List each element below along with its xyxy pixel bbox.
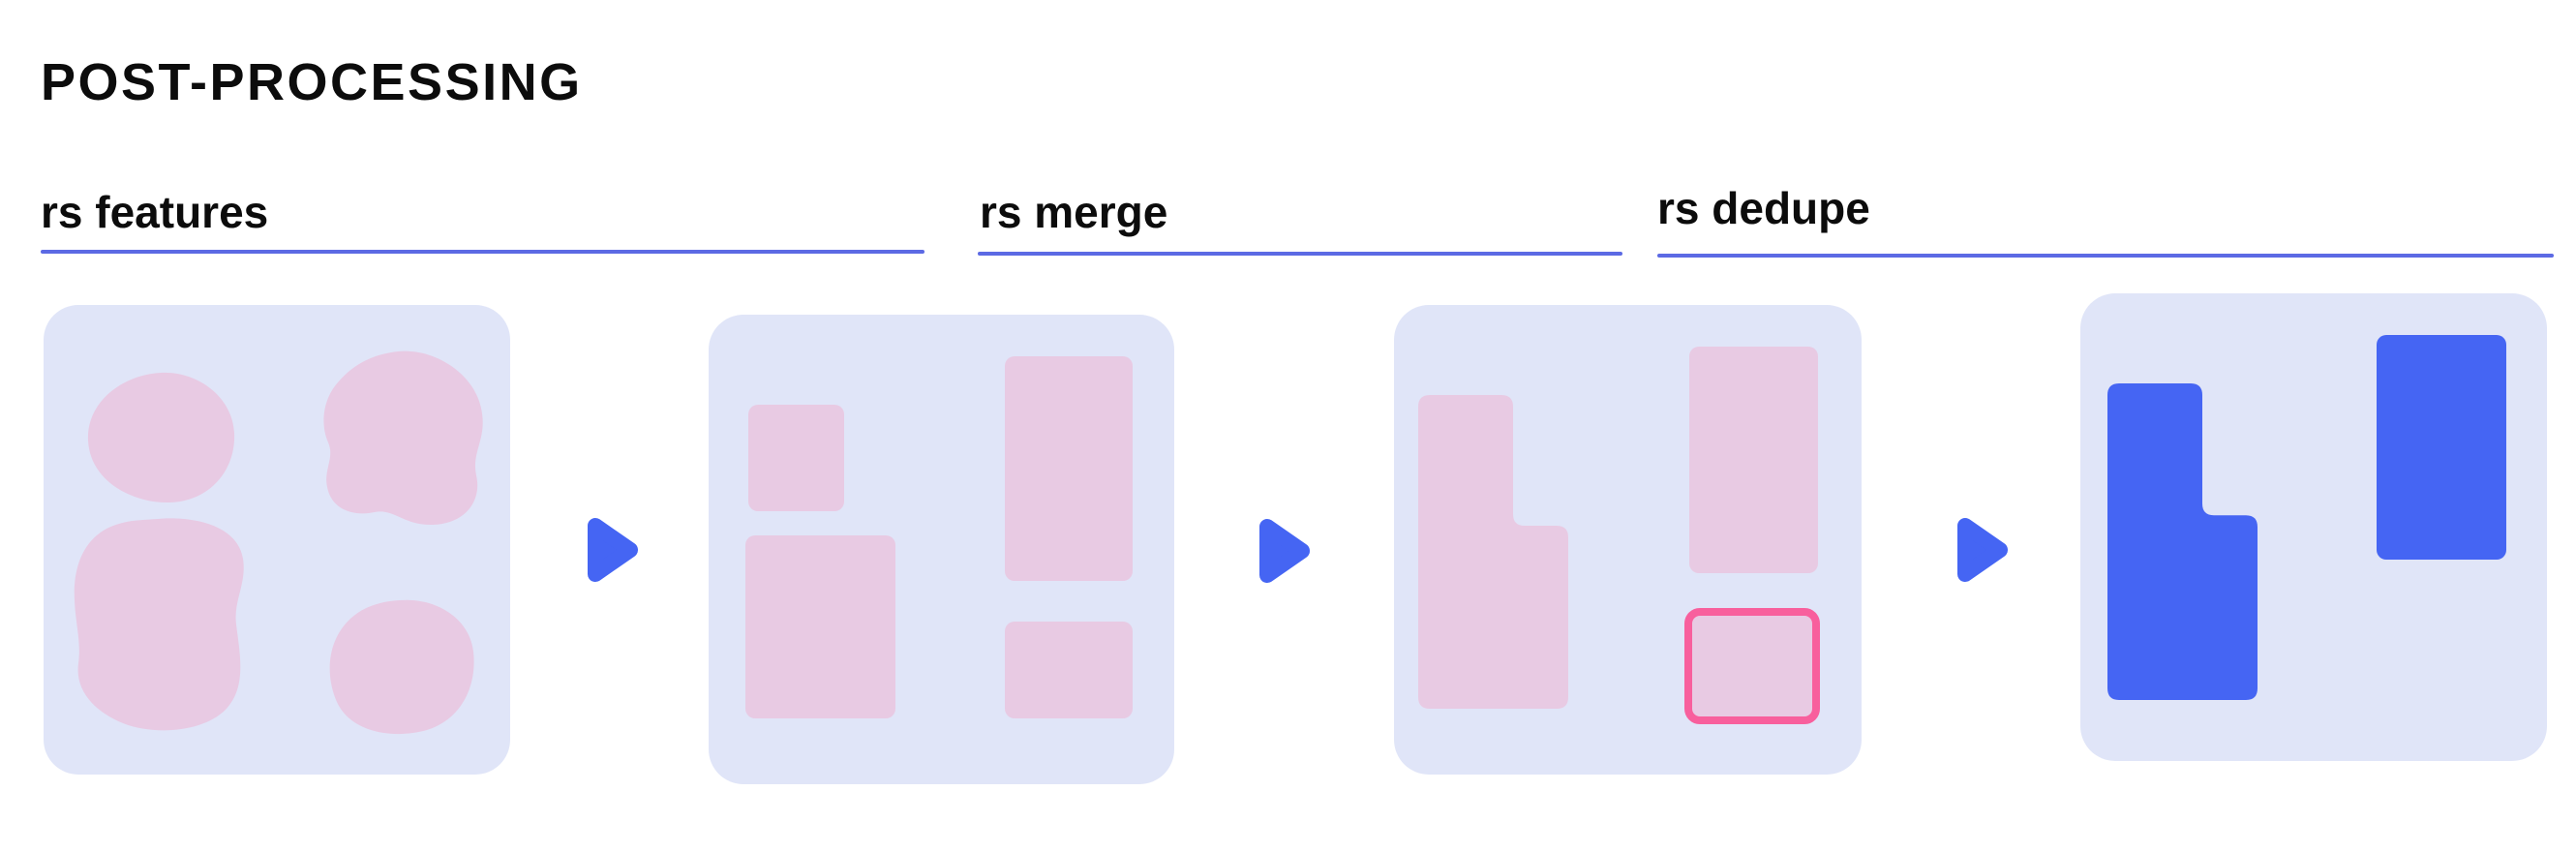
step-underline-rs-merge [978,252,1622,256]
pink-blob-top-right [323,350,483,526]
step-label-rs-merge: rs merge [980,187,1168,237]
pink-rect-small-bottom-right [1005,622,1133,718]
pink-l-shape [1418,395,1568,709]
pink-blob-top-left [87,372,235,503]
arrow-right-triangle [1957,518,2008,582]
step-label-rs-dedupe: rs dedupe [1657,183,1870,233]
pink-rect-small-top-left [748,405,844,511]
pink-blob-bottom-left [74,518,244,731]
step-label-rs-features: rs features [41,187,269,237]
page-title: POST-PROCESSING [41,53,583,111]
step-underline-rs-dedupe [1657,254,2554,258]
blue-l-shape-path [2107,383,2258,700]
pink-rect-large-bottom-left [745,535,895,718]
panel-deduped-features [2080,293,2547,761]
pink-rect-tall-top-right [1005,356,1133,581]
panel-input-regions [44,305,510,775]
blue-rect-top-right [2377,335,2506,560]
pink-rect-tall-top-right [1689,347,1818,573]
arrow-right-icon [588,518,638,582]
blue-l-shape [2107,383,2258,700]
pink-blob-bottom-right [329,599,474,735]
duplicate-highlight-rect [1684,608,1820,724]
arrow-right-icon [1259,519,1310,583]
panel-merged-features [1394,305,1862,775]
arrow-right-triangle [588,518,638,582]
arrow-right-icon [1957,518,2008,582]
arrow-right-triangle [1259,519,1310,583]
pink-l-shape-path [1418,395,1568,709]
step-underline-rs-features [41,250,924,254]
blob-group [74,350,483,735]
panel-extracted-features [709,315,1174,784]
